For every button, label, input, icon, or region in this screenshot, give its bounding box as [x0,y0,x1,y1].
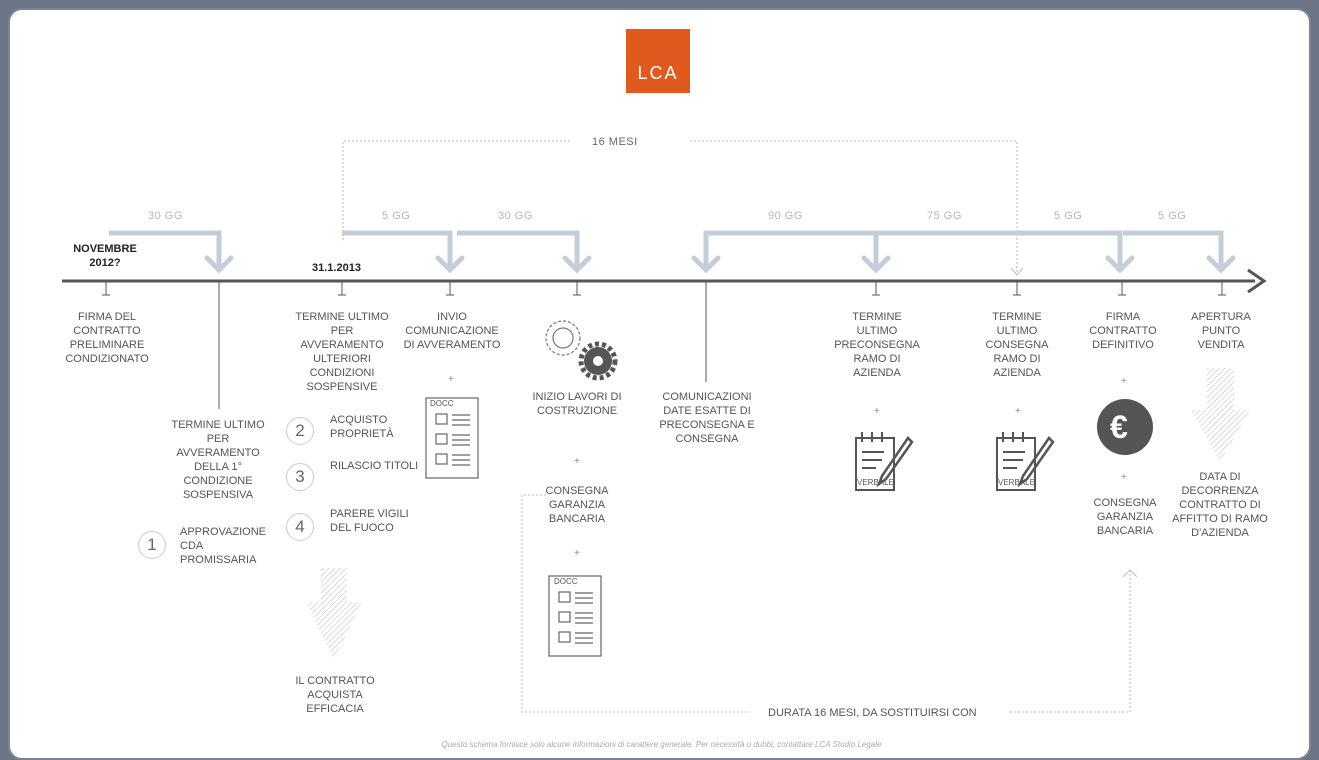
condition-number: 2 [286,417,314,445]
tick-e7 [872,282,880,296]
event-decorrenza: DATA DI DECORRENZA CONTRATTO DI AFFITTO … [1172,471,1268,539]
efficacy-arrow [306,568,362,660]
bottom-span-bracket [521,494,1131,713]
plus-sign: + [448,374,454,385]
arrowhead-1 [204,255,234,274]
duration-arrow-4 [703,230,878,268]
timeline-arrowhead [1247,268,1267,294]
arrowhead-3 [562,255,592,274]
plus-sign: + [1015,406,1021,417]
tick-e10 [1218,282,1226,296]
tick-e8 [1013,282,1021,296]
plus-sign: + [574,456,580,467]
condition-label: RILASCIO TITOLI [330,460,419,472]
efficacy-label: IL CONTRATTO ACQUISTA EFFICACIA [295,675,375,715]
duration-label-6: 5 GG [1054,210,1083,222]
event-invio-comunicazione: INVIO COMUNICAZIONE DI AVVERAMENTO [403,311,501,351]
doc-label-1: DOCC [430,399,454,408]
arrowhead-6 [1105,255,1135,274]
duration-arrow-5 [873,230,1020,268]
tick-e9 [1118,282,1126,296]
event-consegna-garanzia-2: CONSEGNA GARANZIA BANCARIA [1093,497,1157,537]
verbale-icon-1 [855,432,914,491]
top-span-label: 16 MESI [592,136,638,148]
event-ulteriori-condizioni: TERMINE ULTIMO PER AVVERAMENTO ULTERIORI… [295,311,389,393]
doc-label-2: DOCC [554,577,578,586]
condition-number: 1 [138,531,166,559]
footer-disclaimer: Questo schema fornisce solo alcune infor… [441,740,882,749]
plus-sign: + [874,406,880,417]
condition-number: 3 [286,463,314,491]
gears-icon [545,320,618,381]
date-gennaio: 31.1.2013 [312,262,361,274]
arrowhead-4 [691,255,721,274]
duration-label-2: 5 GG [382,210,411,222]
verbale-icon-2 [996,432,1055,491]
duration-label-4: 90 GG [768,210,803,222]
event-prima-condizione: TERMINE ULTIMO PER AVVERAMENTO DELLA 1° … [171,419,265,501]
event-preconsegna: TERMINE ULTIMO PRECONSEGNA RAMO DI AZIEN… [834,311,920,379]
condition-label: PARERE VIGILI DEL FUOCO [330,508,409,534]
event-firma-definitivo: FIRMA CONTRATTO DEFINITIVO [1089,311,1157,351]
duration-arrow-7 [1123,230,1224,268]
event-comunicazioni-date: COMUNICAZIONI DATE ESATTE DI PRECONSEGNA… [659,391,755,445]
event-consegna: TERMINE ULTIMO CONSEGNA RAMO DI AZIENDA [985,311,1049,379]
plus-sign: + [1121,376,1127,387]
tick-e4 [446,282,454,296]
event-consegna-garanzia: CONSEGNA GARANZIA BANCARIA [545,485,609,525]
bottom-span-arrowhead [1122,569,1138,578]
document-icon-2 [548,575,602,657]
date-novembre: NOVEMBRE 2012? [73,243,137,269]
condition-label: ACQUISTO PROPRIETÀ [330,414,394,440]
duration-label-3: 30 GG [498,210,533,222]
duration-label-5: 75 GG [927,210,962,222]
tick-e3 [338,282,346,296]
condition-label: APPROVAZIONE CDA PROMISSARIA [180,526,266,566]
duration-arrow-6 [1020,230,1123,268]
euro-coin-icon [1097,399,1153,455]
lca-logo: LCA [626,29,690,93]
duration-arrow-3 [457,230,580,268]
plus-sign: + [574,548,580,559]
verbale-label-2: VERBALE [998,478,1035,487]
apertura-arrow [1191,368,1250,462]
condition-number: 4 [286,513,314,541]
bottom-span-label: DURATA 16 MESI, DA SOSTITUIRSI CON [768,707,977,719]
timeline-graphics [62,140,1267,713]
event-inizio-lavori: INIZIO LAVORI DI COSTRUZIONE [532,391,622,417]
arrowhead-5 [861,255,891,274]
document-icon-1 [425,397,479,479]
event-firma-preliminare: FIRMA DEL CONTRATTO PRELIMINARE CONDIZIO… [65,311,149,365]
euro-symbol: € [1110,409,1128,445]
event-apertura: APERTURA PUNTO VENDITA [1191,311,1251,351]
duration-arrow-1 [109,230,222,268]
top-span-arrowhead [1010,267,1024,276]
plus-sign: + [1121,472,1127,483]
arrowhead-2 [435,255,465,274]
logo-text: LCA [637,63,679,83]
tick-e1 [102,282,110,296]
duration-label-7: 5 GG [1158,210,1187,222]
verbale-label-1: VERBALE [857,478,894,487]
diagram-card: LCA [8,8,1311,760]
tick-e5 [573,282,581,296]
duration-label-1: 30 GG [148,210,183,222]
duration-arrow-2 [342,230,453,268]
top-span-bracket [342,140,1018,275]
arrowhead-7 [1206,255,1236,274]
